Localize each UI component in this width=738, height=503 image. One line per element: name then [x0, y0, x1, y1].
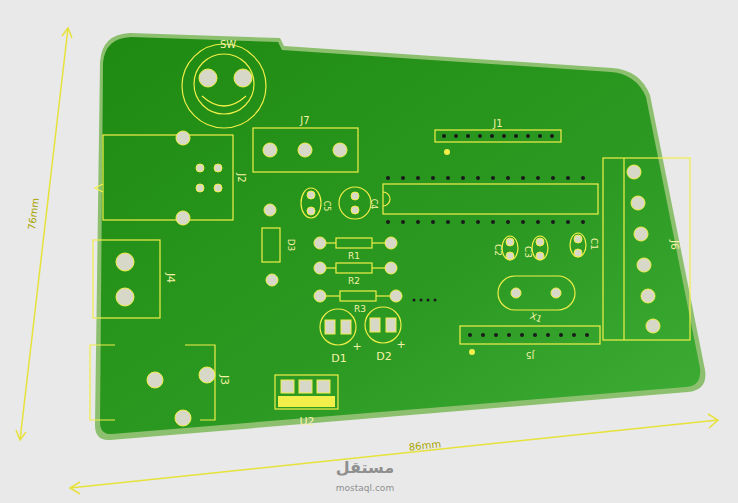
- polarity-mark: +: [396, 339, 405, 350]
- part-label: U2: [299, 416, 314, 427]
- part-label: J3: [219, 375, 230, 385]
- part-label: C3: [523, 246, 532, 258]
- part-label: R3: [354, 305, 366, 314]
- part-label: J1: [493, 119, 502, 129]
- part-label: R2: [348, 277, 360, 286]
- part-label: C5: [322, 201, 330, 212]
- part-label: D3: [286, 239, 295, 252]
- part-label: D1: [331, 353, 346, 364]
- watermark: mostaql.com: [336, 484, 394, 493]
- part-label: J7: [300, 116, 309, 126]
- part-label: D2: [376, 351, 391, 362]
- dimension-label: 86mm: [408, 439, 441, 452]
- part-label: J2: [236, 173, 246, 182]
- part-label: C1: [589, 238, 598, 250]
- part-label: SW: [220, 40, 236, 50]
- part-label: C4: [369, 199, 377, 210]
- part-label: J4: [165, 273, 176, 283]
- polarity-mark: +: [352, 341, 361, 352]
- watermark: مستقل: [336, 460, 395, 476]
- part-label: J5: [526, 350, 534, 359]
- part-label: R1: [348, 252, 360, 261]
- dimension-label: 76mm: [27, 197, 41, 230]
- part-label: J6: [669, 240, 680, 250]
- part-label: C2: [493, 244, 502, 256]
